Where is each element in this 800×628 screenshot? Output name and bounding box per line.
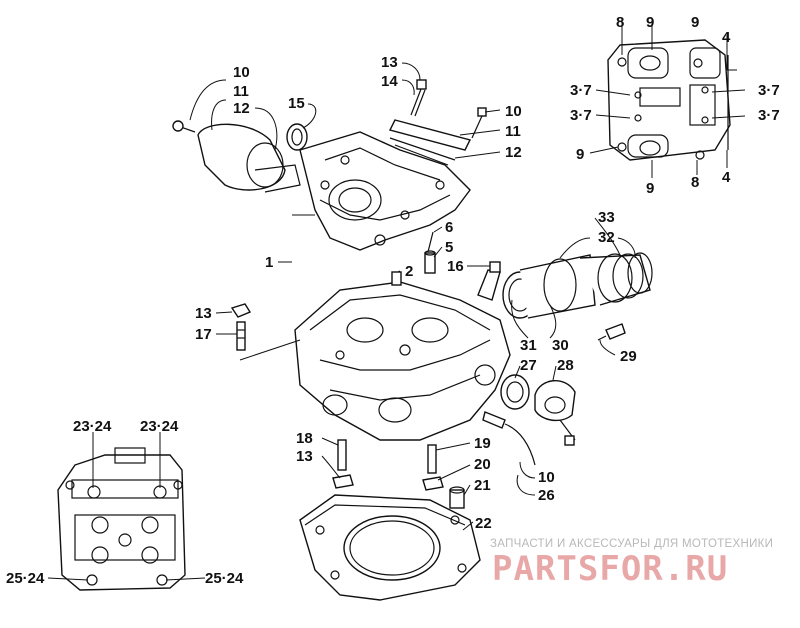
callout: 26: [538, 487, 555, 504]
dowel-sleeve: [449, 486, 465, 509]
dowel-pin: [391, 271, 402, 286]
callout: 8: [691, 174, 699, 191]
temperature-sensor: [482, 411, 536, 466]
watermark-tagline: ЗАПЧАСТИ И АКСЕССУАРЫ ДЛЯ МОТОТЕХНИКИ: [490, 538, 773, 550]
callout: 25·24: [6, 570, 45, 587]
stud-bolt-left: [230, 303, 252, 351]
callout: 13: [296, 448, 313, 465]
leader-lines: [47, 20, 746, 581]
callout: 3·7: [570, 82, 592, 99]
callout: 15: [288, 95, 305, 112]
callout: 13: [381, 54, 398, 71]
cam-end-cap: [172, 120, 301, 193]
callout: 18: [296, 430, 313, 447]
callout: 8: [616, 14, 624, 31]
callout: 9: [646, 180, 654, 197]
valve-guide: [424, 231, 436, 274]
callout: 20: [474, 456, 491, 473]
intake-boot: [502, 252, 653, 319]
callout: 23·24: [140, 418, 179, 435]
gasket-ring: [286, 123, 308, 151]
spark-plug: [477, 261, 501, 301]
callout: 14: [381, 73, 398, 90]
stud-bolt-lower-left: [332, 439, 354, 489]
cylinder-head-underside-inset: [57, 447, 186, 591]
callout: 21: [474, 477, 491, 494]
intake-bolt: [597, 323, 626, 341]
callout: 3·7: [758, 82, 780, 99]
valve-cover: [299, 131, 471, 251]
callout: 17: [195, 326, 212, 343]
callout: 4: [722, 169, 731, 186]
callout: 2: [405, 263, 413, 280]
callout: 28: [557, 357, 574, 374]
cylinder-head: [294, 281, 511, 441]
callout: 10: [233, 64, 250, 81]
callout: 12: [505, 144, 522, 161]
callout: 11: [233, 83, 249, 100]
callout: 10: [538, 469, 555, 486]
valve-cover-underside-inset: [607, 39, 731, 161]
stud-bolt-lower-right: [422, 444, 444, 491]
callout: 10: [505, 103, 522, 120]
callout: 6: [445, 219, 453, 236]
callout: 29: [620, 348, 637, 365]
callout: 13: [195, 305, 212, 322]
callout: 23·24: [73, 418, 112, 435]
callout: 4: [722, 29, 731, 46]
watermark: ЗАПЧАСТИ И АКСЕССУАРЫ ДЛЯ МОТОТЕХНИКИ PA…: [490, 538, 773, 589]
valve-cover-bolt: [410, 79, 427, 117]
callout: 25·24: [205, 570, 244, 587]
callout-labels: 10 11 12 15 13 14 10 11 12 1 6 5 16 2 13…: [6, 14, 780, 587]
callout: 9: [691, 14, 699, 31]
callout: 33: [598, 209, 615, 226]
callout: 27: [520, 357, 537, 374]
callout: 30: [552, 337, 569, 354]
callout: 19: [474, 435, 491, 452]
callout: 12: [233, 100, 250, 117]
callout: 31: [520, 337, 537, 354]
callout: 9: [646, 14, 654, 31]
callout: 5: [445, 239, 453, 256]
callout: 11: [505, 123, 521, 140]
head-gasket: [299, 494, 481, 601]
callout: 32: [598, 229, 615, 246]
callout: 9: [576, 146, 584, 163]
watermark-logo: PARTSFOR.RU: [492, 549, 728, 589]
thermostat-housing: [500, 374, 576, 446]
callout: 16: [447, 258, 464, 275]
callout: 3·7: [758, 107, 780, 124]
callout: 3·7: [570, 107, 592, 124]
callout: 1: [265, 254, 273, 271]
callout: 22: [475, 515, 492, 532]
